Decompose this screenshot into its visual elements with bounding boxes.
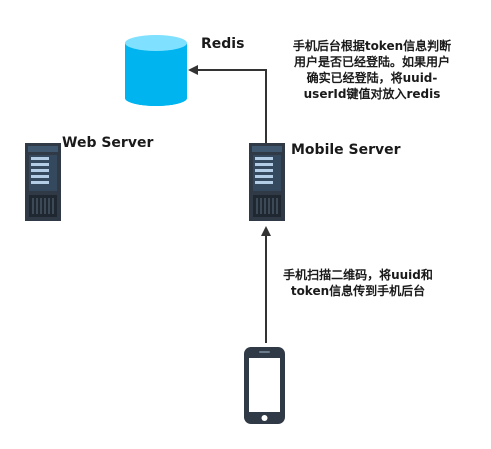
backend-note-line: 用户是否已经登陆。如果用户 bbox=[293, 55, 450, 69]
redis-label: Redis bbox=[201, 36, 245, 52]
backend-note-line: 手机后台根据token信息判断 bbox=[292, 39, 452, 53]
scan-note: 手机扫描二维码，将uuid和 token信息传到手机后台 bbox=[268, 267, 448, 299]
mobile-to-redis-arrow bbox=[188, 65, 267, 143]
database-cylinder-icon bbox=[125, 35, 187, 106]
web-server-label: Web Server bbox=[62, 135, 154, 151]
smartphone-icon bbox=[244, 347, 285, 424]
backend-note: 手机后台根据token信息判断 用户是否已经登陆。如果用户 确实已经登陆，将uu… bbox=[274, 38, 470, 102]
server-tower-icon bbox=[25, 143, 61, 221]
server-tower-icon bbox=[249, 143, 285, 221]
scan-note-line: token信息传到手机后台 bbox=[290, 284, 426, 298]
backend-note-line: userId键值对放入redis bbox=[303, 87, 441, 101]
scan-note-line: 手机扫描二维码，将uuid和 bbox=[283, 268, 433, 282]
backend-note-line: 确实已经登陆，将uuid- bbox=[306, 71, 438, 85]
mobile-server-label: Mobile Server bbox=[291, 142, 401, 158]
